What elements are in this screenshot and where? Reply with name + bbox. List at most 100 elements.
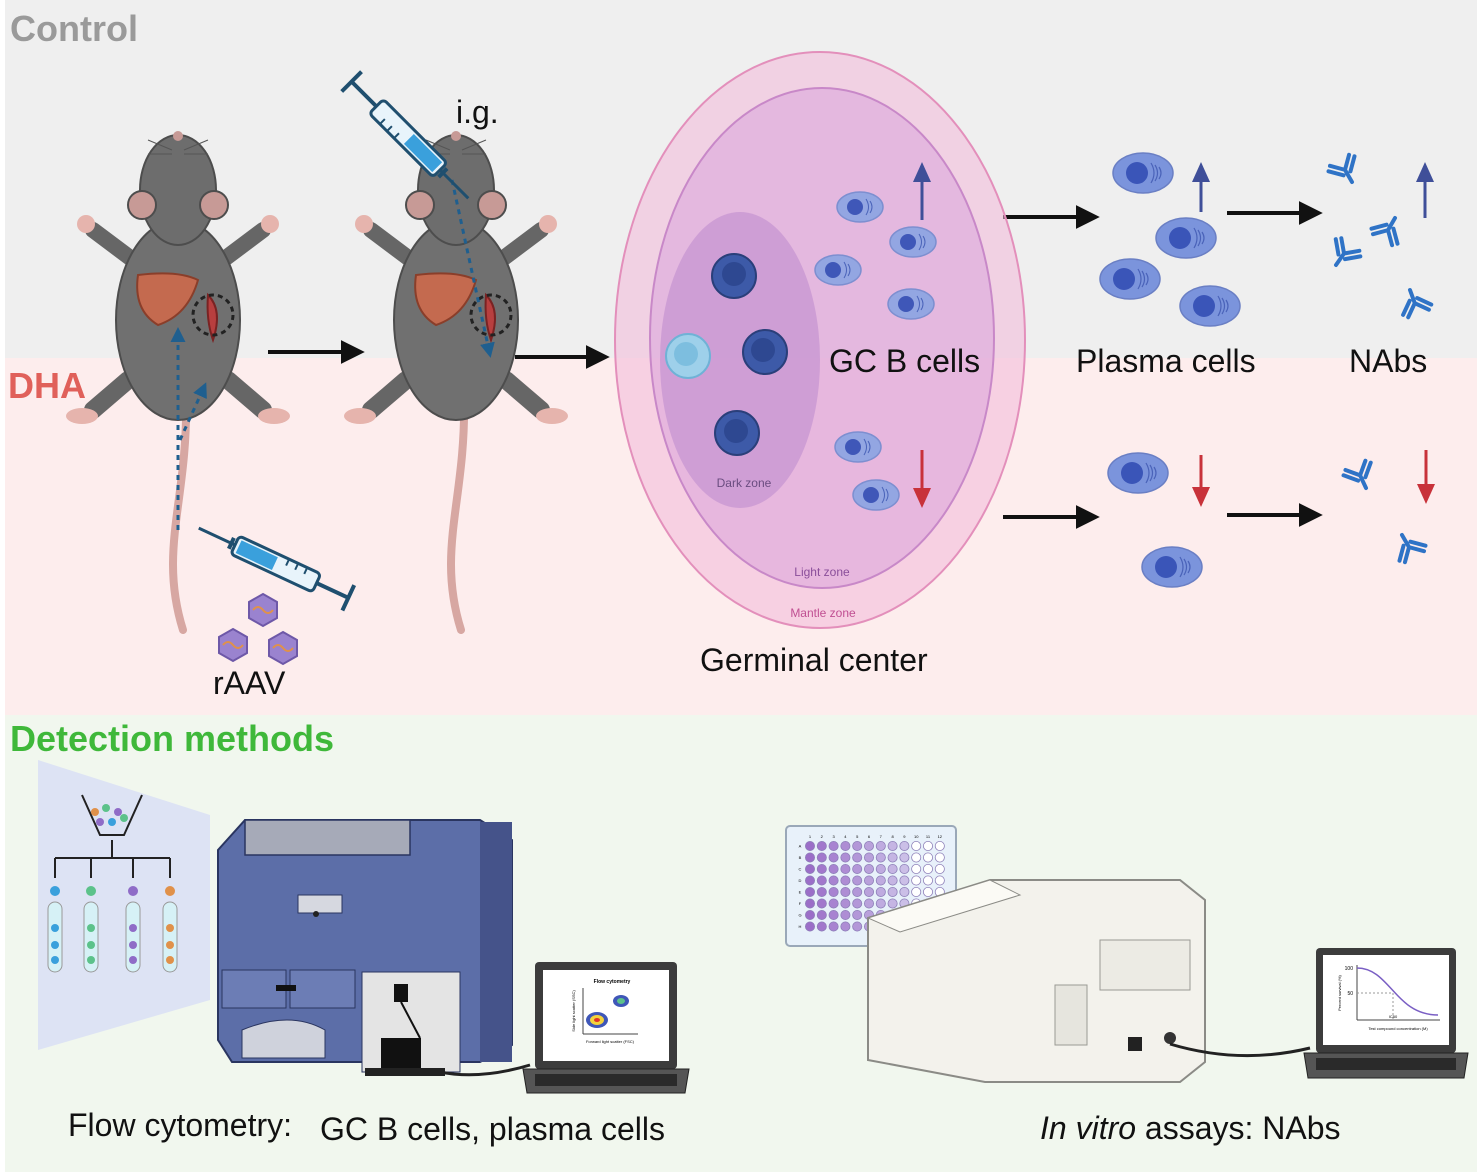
plate-well [864,887,875,898]
plate-column-label: 9 [903,834,906,839]
cable [1169,1042,1311,1058]
plate-well [816,898,827,909]
plate-well [840,864,851,875]
plate-well [816,875,827,886]
plate-well [816,864,827,875]
aav-particle-icon [248,593,278,627]
increase-arrow-icon [913,162,931,220]
plate-well [828,910,839,921]
flow-targets-caption: GC B cells, plasma cells [320,1111,665,1147]
plate-well [923,852,934,863]
plate-well [828,852,839,863]
plate-well [828,887,839,898]
increase-arrow-icon [1416,162,1434,218]
naive-b-cell-icon [665,333,711,379]
plate-well [875,841,886,852]
plate-well [816,910,827,921]
plate-well [934,852,945,863]
plate-well [828,898,839,909]
plate-well [887,852,898,863]
plate-well [887,864,898,875]
plate-well [840,898,851,909]
gc-b-cell-icon [852,479,900,511]
plate-well [852,921,863,932]
test-tube-icon [125,901,141,973]
flow-plot [582,988,638,1035]
plate-column-label: 6 [868,834,871,839]
section-title-control: Control [10,8,138,49]
cell-population [594,1018,600,1022]
light-zone-label: Light zone [794,565,850,579]
gc-b-cell-icon [834,431,882,463]
sorting-panel [38,760,210,1050]
test-tube-icon [83,901,99,973]
section-title-detection: Detection methods [10,718,335,759]
plasma-cell-icon [1107,452,1169,494]
plate-row-label: F [799,901,802,906]
raav-label: rAAV [213,665,286,701]
plate-well [923,864,934,875]
cell-population [617,998,625,1004]
centroblast-icon [714,410,760,456]
plasma-cell-icon [1099,258,1161,300]
plate-row-label: C [799,867,802,872]
plate-well [852,887,863,898]
ic50-label: IC50 [1389,1014,1398,1019]
plasma-cell-icon [1112,152,1174,194]
flow-plot-title: Flow cytometry [594,979,631,985]
plate-well [805,898,816,909]
plate-well [852,841,863,852]
plate-well [911,887,922,898]
ic50-ylabel: Percent survival (%) [1337,974,1342,1010]
increase-arrow-icon [1192,162,1210,212]
plate-row-label: G [798,913,801,918]
plate-well [887,841,898,852]
plate-column-label: 7 [880,834,883,839]
plate-well [840,852,851,863]
dark-zone [660,212,820,508]
plate-well [840,910,851,921]
plate-well [805,910,816,921]
plate-well [864,864,875,875]
dark-zone-label: Dark zone [717,476,772,490]
plate-row-label: A [799,844,802,849]
ic50-tick-100: 100 [1345,966,1354,972]
plate-well [923,887,934,898]
plate-column-label: 8 [891,834,894,839]
plate-well [828,921,839,932]
plate-well [805,875,816,886]
plate-well [899,887,910,898]
plate-well [840,875,851,886]
cable [439,1063,531,1077]
plate-well [911,864,922,875]
decrease-arrow-icon [1417,450,1435,504]
plate-column-label: 2 [821,834,824,839]
gc-b-cell-icon [814,254,862,286]
plate-well [887,887,898,898]
plate-row-label: E [799,890,802,895]
germinal-center-label: Germinal center [700,642,928,678]
plate-row-label: D [799,878,802,883]
plate-well [864,852,875,863]
plate-well [875,887,886,898]
aav-particle-icon [268,631,298,665]
plate-row-label: B [799,855,802,860]
plate-well [852,875,863,886]
plate-well [934,875,945,886]
plate-column-label: 3 [832,834,835,839]
test-tube-icon [162,901,178,973]
gc-b-cell-icon [889,226,937,258]
mantle-zone-label: Mantle zone [790,606,856,620]
flow-plot-xlabel: Forward light scatter (FSC) [586,1039,635,1044]
invitro-italic: In vitro [1040,1110,1137,1146]
plasma-cell-icon [1141,546,1203,588]
plate-well [887,875,898,886]
gc-b-cells-label: GC B cells [829,343,981,379]
plate-well [911,852,922,863]
flow-sep: : [283,1107,293,1143]
ig-label: i.g. [456,94,499,130]
section-title-dha: DHA [8,365,86,406]
